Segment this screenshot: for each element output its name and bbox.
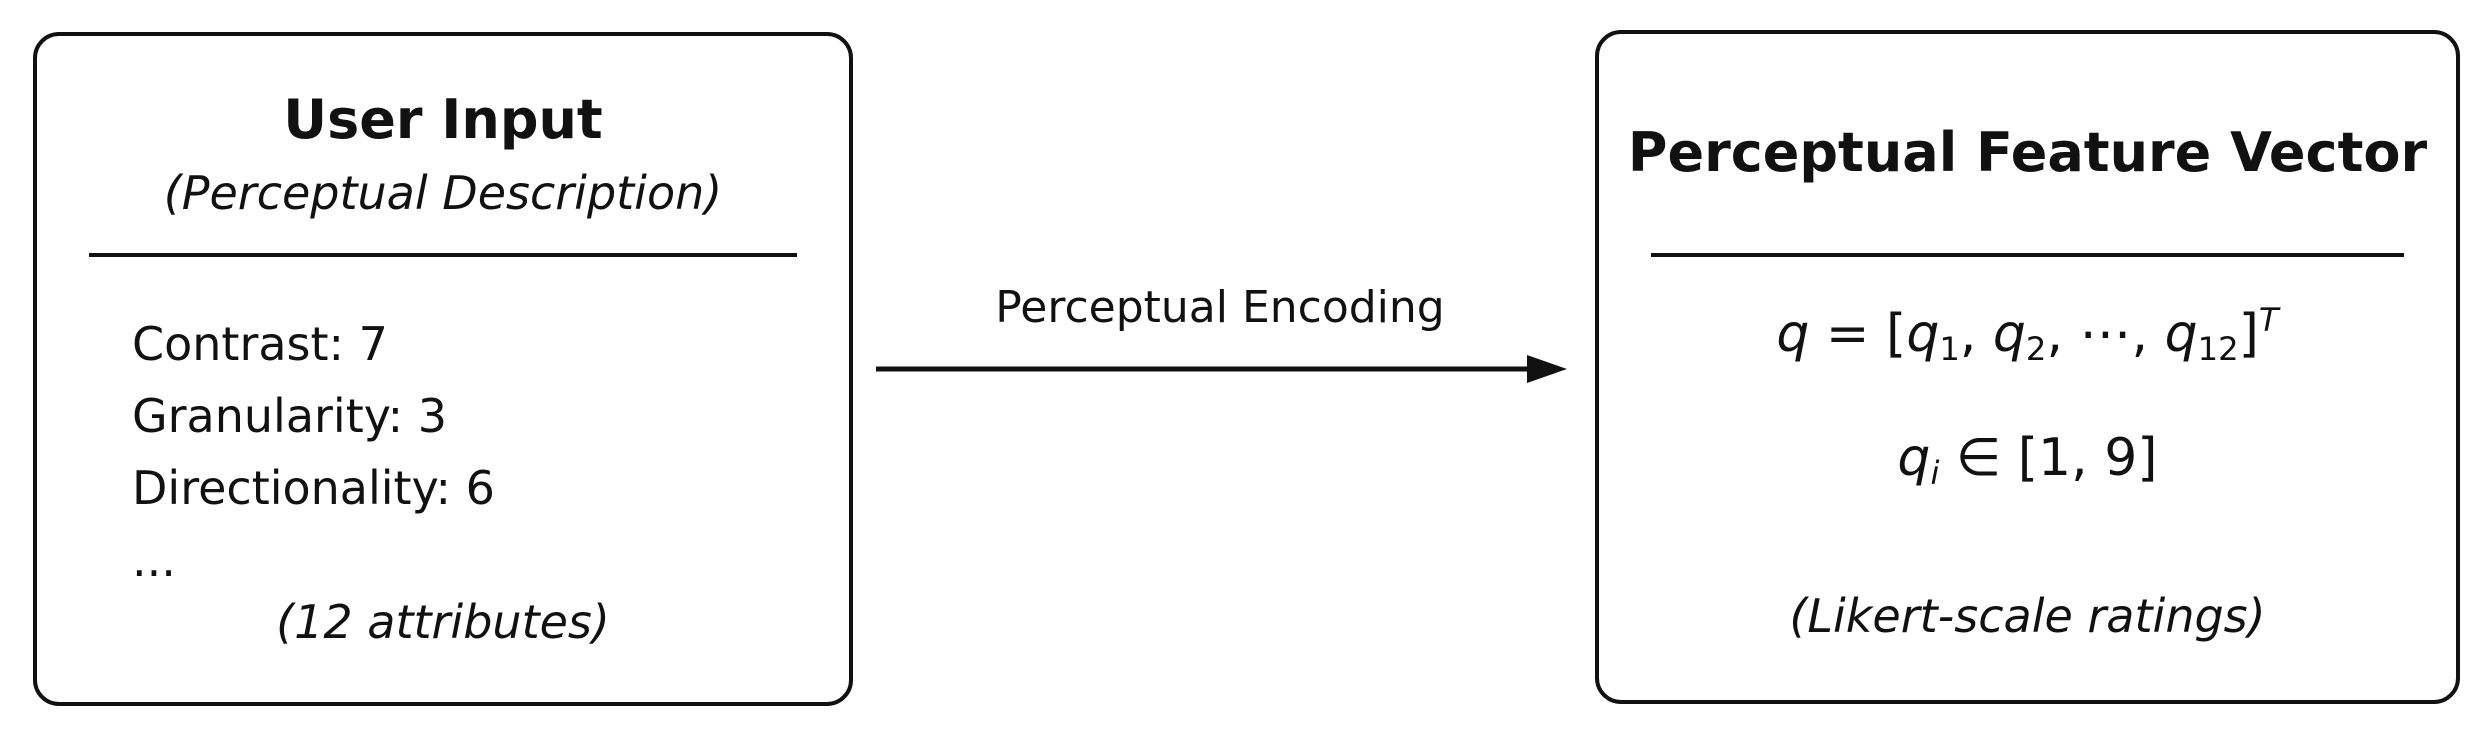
attribute-list: Contrast: 7 Granularity: 3 Directionalit… bbox=[132, 308, 495, 596]
attributes-count-note: (12 attributes) bbox=[276, 595, 610, 649]
user-input-subtitle: (Perceptual Description) bbox=[163, 166, 723, 220]
user-input-title: User Input bbox=[283, 88, 603, 151]
attribute-item-granularity: Granularity: 3 bbox=[132, 389, 448, 443]
separator-line bbox=[1651, 253, 2404, 257]
feature-vector-box: Perceptual Feature Vector q = [q1, q2, ⋯… bbox=[1595, 30, 2460, 704]
user-input-box: User Input (Perceptual Description) Cont… bbox=[33, 32, 853, 706]
attribute-item-directionality: Directionality: 6 bbox=[132, 461, 495, 515]
flow-arrow-icon bbox=[876, 355, 1567, 383]
separator-line bbox=[89, 253, 797, 257]
arrow-label: Perceptual Encoding bbox=[995, 282, 1445, 333]
feature-vector-title: Perceptual Feature Vector bbox=[1627, 121, 2428, 184]
attribute-item-contrast: Contrast: 7 bbox=[132, 317, 388, 371]
range-formula: qi ∈ [1, 9] bbox=[1897, 428, 2158, 493]
likert-scale-note: (Likert-scale ratings) bbox=[1789, 589, 2266, 643]
attribute-item-ellipsis: ... bbox=[132, 533, 176, 587]
vector-formula: q = [q1, q2, ⋯, q12]T bbox=[1776, 301, 2279, 369]
